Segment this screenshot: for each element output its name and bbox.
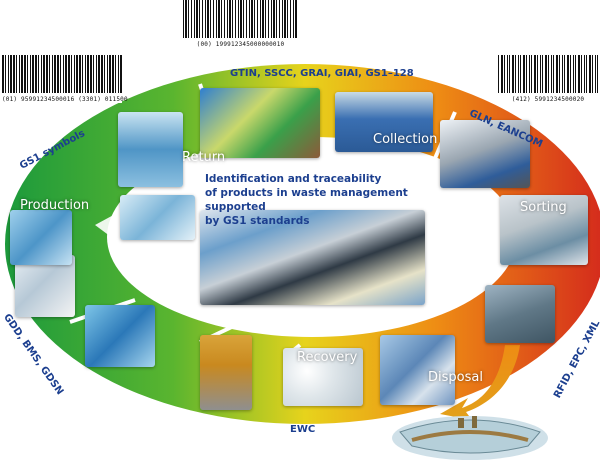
disposal-facility-photo	[485, 285, 555, 343]
return-bins-photo	[200, 88, 320, 158]
collection-containers-photo	[335, 92, 433, 152]
stage-recovery-label: Recovery	[297, 350, 358, 365]
stage-return-label: Return	[182, 150, 226, 165]
center-title-line-1: Identification and traceability	[205, 173, 382, 185]
barcode-right: (412) 5991234500020	[498, 55, 598, 103]
center-waste-photo	[200, 210, 425, 305]
barcode-left-number: (01) 95991234500016 (3301) 011500	[2, 96, 128, 103]
sorting-truck-photo	[440, 120, 530, 188]
landfill-illustration	[392, 416, 548, 460]
recovery-machine-photo	[200, 335, 252, 410]
barcode-top-number: (00) 199912345000000010	[196, 41, 285, 48]
sorting-conveyor-photo	[500, 195, 588, 265]
standards-top-label: GTIN, SSCC, GRAI, GIAI, GS1–128	[230, 68, 414, 79]
stage-production-label: Production	[20, 198, 90, 213]
return-packs-photo	[120, 195, 195, 240]
recovery-flakes-photo	[283, 348, 363, 406]
disposal-bales-photo	[380, 335, 455, 405]
barcode-right-bars	[498, 55, 598, 93]
stage-disposal-label: Disposal	[428, 370, 483, 385]
center-title: Identification and traceability of produ…	[205, 172, 415, 228]
center-title-line-2: of products in waste management supporte…	[205, 187, 408, 213]
barcode-top: (00) 199912345000000010	[183, 0, 298, 48]
center-title-line-3: by GS1 standards	[205, 215, 310, 227]
production-bottles-photo	[10, 210, 72, 265]
stage-sorting-label: Sorting	[520, 200, 567, 215]
disposal-arrow	[440, 345, 520, 420]
production-worker-photo	[15, 255, 75, 317]
return-bottles-photo	[118, 112, 183, 187]
production-preforms-photo	[85, 305, 155, 367]
barcode-left-bars	[2, 55, 122, 93]
stage-collection-label: Collection	[373, 132, 438, 147]
barcode-right-number: (412) 5991234500020	[511, 96, 585, 103]
standards-bottom-label: EWC	[290, 424, 316, 435]
barcode-top-bars	[183, 0, 298, 38]
barcode-left: (01) 95991234500016 (3301) 011500	[2, 55, 128, 103]
